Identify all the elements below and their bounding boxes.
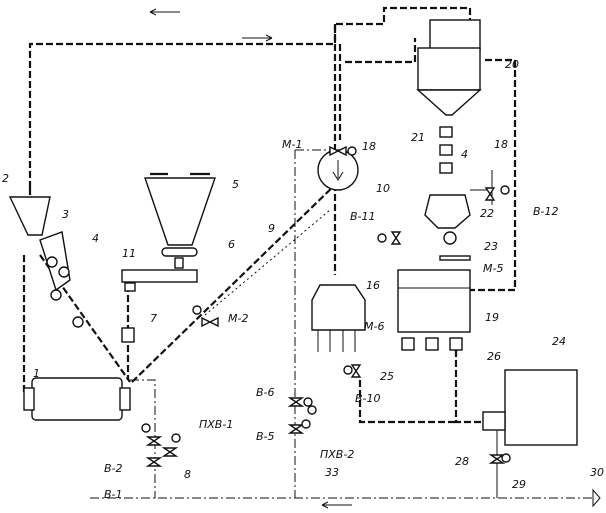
label-2: 2 bbox=[2, 172, 9, 185]
label-7: 7 bbox=[150, 312, 157, 325]
label-pkhv2: ПХВ-2 bbox=[320, 448, 354, 461]
label-v10: В-10 bbox=[355, 392, 381, 405]
label-v6: В-6 bbox=[256, 386, 275, 399]
label-30: 30 bbox=[590, 466, 604, 479]
label-25: 25 bbox=[380, 370, 394, 383]
valve-v6 bbox=[287, 397, 313, 407]
label-v12: В-12 bbox=[533, 205, 559, 218]
distributor-16 bbox=[311, 284, 366, 352]
valve-group-21 bbox=[439, 126, 453, 174]
label-v2: В-2 bbox=[104, 462, 123, 475]
label-m2: М-2 bbox=[228, 312, 248, 325]
label-29: 29 bbox=[512, 478, 526, 491]
equipment bbox=[8, 19, 578, 446]
label-pkhv1: ПХВ-1 bbox=[199, 418, 233, 431]
valve-v5 bbox=[287, 419, 311, 434]
valves bbox=[141, 145, 511, 467]
valve-v2 bbox=[141, 423, 163, 446]
valve-29 bbox=[488, 453, 511, 464]
feeder-11 bbox=[161, 247, 198, 269]
valve-v11 bbox=[377, 231, 402, 245]
label-1: 1 bbox=[33, 367, 40, 380]
label-19: 19 bbox=[485, 311, 499, 324]
label-v1: В-1 bbox=[104, 488, 123, 501]
label-5: 5 bbox=[232, 178, 239, 191]
label-16: 16 bbox=[366, 279, 380, 292]
valve-group-4-left bbox=[46, 256, 84, 328]
labels: 1 2 3 4 4 5 6 7 8 9 10 11 16 18 18 19 20… bbox=[2, 58, 604, 501]
bunker-20 bbox=[416, 19, 482, 116]
mill-1 bbox=[23, 377, 131, 421]
motor-shaft-m5 bbox=[439, 255, 471, 261]
label-22: 22 bbox=[480, 207, 494, 220]
label-v11: В-11 bbox=[350, 210, 376, 223]
valve-v12 bbox=[484, 185, 510, 201]
label-20: 20 bbox=[505, 58, 519, 71]
label-11: 11 bbox=[122, 247, 136, 260]
label-4-right: 4 bbox=[461, 148, 468, 161]
valve-7 bbox=[121, 327, 135, 343]
label-m6: М-6 bbox=[364, 320, 384, 333]
label-24: 24 bbox=[552, 335, 566, 348]
conveyor-6 bbox=[121, 269, 198, 292]
label-8: 8 bbox=[184, 468, 191, 481]
label-28: 28 bbox=[455, 455, 469, 468]
label-10: 10 bbox=[376, 182, 390, 195]
valve-pkhv1 bbox=[161, 433, 181, 457]
valve-v10 bbox=[343, 364, 362, 378]
mixer-19 bbox=[397, 269, 471, 333]
motor-23 bbox=[443, 231, 457, 245]
valve-m1 bbox=[329, 145, 357, 157]
valve-v1 bbox=[145, 457, 163, 467]
valve-pkhv2 bbox=[307, 405, 317, 415]
label-21: 21 bbox=[411, 131, 425, 144]
label-m5: М-5 bbox=[483, 262, 503, 275]
label-26: 26 bbox=[487, 350, 501, 363]
hopper-2 bbox=[8, 196, 51, 236]
label-3: 3 bbox=[62, 208, 69, 221]
unit-28 bbox=[482, 411, 506, 431]
label-v5: В-5 bbox=[256, 430, 275, 443]
tank-24 bbox=[504, 369, 578, 446]
splitter-22 bbox=[424, 194, 471, 229]
label-18-left: 18 bbox=[362, 140, 376, 153]
label-6: 6 bbox=[228, 238, 235, 251]
label-33: 33 bbox=[325, 466, 339, 479]
flow-arrows bbox=[149, 8, 601, 509]
label-18-right: 18 bbox=[494, 138, 508, 151]
hopper-5 bbox=[144, 177, 216, 246]
outlets-25 bbox=[401, 337, 463, 351]
label-4-left: 4 bbox=[92, 232, 99, 245]
label-23: 23 bbox=[484, 240, 498, 253]
label-m1: М-1 bbox=[282, 138, 302, 151]
separator-10 bbox=[317, 149, 359, 191]
label-9: 9 bbox=[268, 222, 275, 235]
valve-m2 bbox=[192, 305, 219, 328]
